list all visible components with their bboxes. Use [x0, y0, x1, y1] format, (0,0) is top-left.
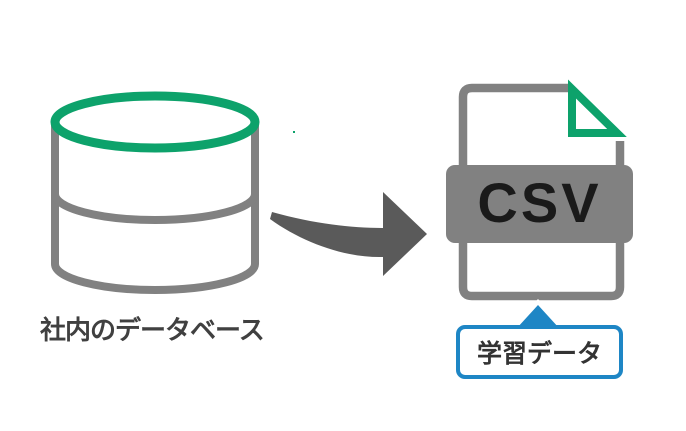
file-outline: [458, 83, 625, 301]
callout-label: 学習データ: [476, 340, 602, 368]
database-middle-band: [51, 193, 259, 224]
database-label: 社内のデータベース: [40, 315, 265, 345]
file-format-label: CSV: [477, 171, 602, 234]
database-cylinder-icon: [50, 91, 260, 294]
database-body-outline: [51, 122, 259, 294]
csv-file-icon: [446, 79, 633, 301]
callout-bubble: 学習データ: [456, 325, 623, 379]
file-folded-corner-icon: [568, 79, 627, 137]
database-top-ring: [50, 91, 260, 153]
speech-bubble-pointer-up: [511, 299, 565, 328]
pointer-inner-blue: [517, 305, 559, 328]
flow-arrow-right-icon: [270, 192, 427, 276]
file-format-banner: [446, 165, 633, 243]
stray-pixel-artifact: [293, 131, 295, 133]
